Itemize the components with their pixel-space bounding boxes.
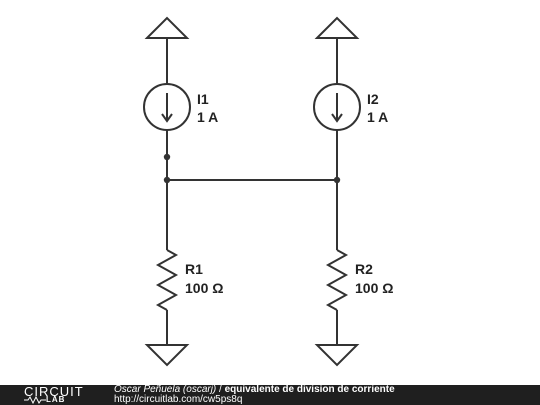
author-link[interactable]: Oscar Peñuela (oscarj)	[114, 384, 217, 395]
resistor-r1	[155, 249, 179, 311]
logo-text-lab: LAB	[46, 395, 66, 404]
source-i2-value: 1 A	[367, 109, 388, 125]
source-i1-value: 1 A	[197, 109, 218, 125]
resistor-r2-name: R2	[355, 261, 373, 277]
circuitlab-logo[interactable]: CIRCUIT LAB	[24, 384, 94, 405]
resistor-r2-value: 100 Ω	[355, 280, 393, 296]
resistor-r1-name: R1	[185, 261, 203, 277]
junction-dot-right	[333, 176, 341, 184]
footer-credits: Oscar Peñuela (oscarj) / equivalente de …	[114, 385, 395, 405]
resistor-r1-value: 100 Ω	[185, 280, 223, 296]
supply-arrow-right	[314, 16, 360, 39]
current-source-i2	[313, 83, 361, 131]
footer-bar: CIRCUIT LAB Oscar Peñuela (oscarj) / equ…	[0, 384, 540, 405]
circuit-schematic: I1 1 A R1 100 Ω I2 1 A R2 100 Ω	[143, 16, 393, 367]
resistor-r2	[325, 249, 349, 311]
ground-arrow-left	[144, 344, 190, 367]
junction-dot-left-upper	[163, 153, 171, 161]
source-i1-name: I1	[197, 91, 209, 107]
source-i2-name: I2	[367, 91, 379, 107]
credits-separator: /	[219, 384, 222, 395]
logo-text-circuit: CIRCUIT	[24, 384, 84, 399]
circuit-url-link[interactable]: http://circuitlab.com/cw5ps8q	[114, 394, 243, 405]
supply-arrow-left	[144, 16, 190, 39]
circuit-title-link[interactable]: equivalente de division de corriente	[224, 384, 395, 395]
current-source-i1	[143, 83, 191, 131]
resistor-icon	[24, 396, 46, 404]
ground-arrow-right	[314, 344, 360, 367]
